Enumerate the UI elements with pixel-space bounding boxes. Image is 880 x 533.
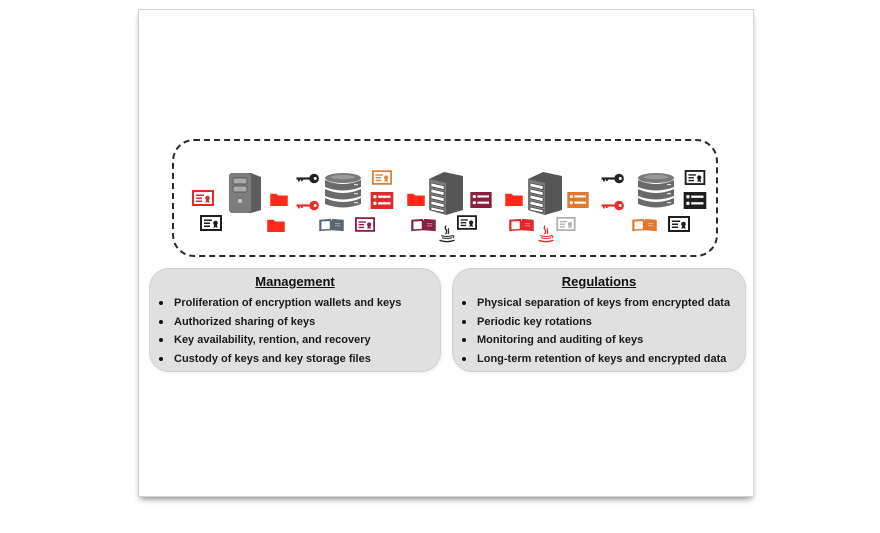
certificate-icon xyxy=(192,190,214,206)
bullet-icon xyxy=(462,338,466,342)
user-list-card-icon xyxy=(470,192,492,208)
server-rack-icon xyxy=(426,170,466,216)
list-item: Authorized sharing of keys xyxy=(157,313,437,332)
certificate-icon xyxy=(457,215,477,230)
user-list-card-icon xyxy=(683,192,707,209)
wallet-icon xyxy=(631,218,658,232)
certificate-icon xyxy=(372,170,392,185)
certificate-icon xyxy=(355,217,375,232)
figure-frame xyxy=(138,9,754,497)
list-item: Monitoring and auditing of keys xyxy=(460,331,742,350)
server-tower-icon xyxy=(227,172,263,214)
bullet-icon xyxy=(462,301,466,305)
key-icon xyxy=(295,173,320,184)
bullet-icon xyxy=(462,319,466,324)
server-rack-icon xyxy=(525,170,565,216)
bullet-icon xyxy=(159,356,163,361)
key-icon xyxy=(600,200,625,211)
user-list-card-icon xyxy=(567,192,589,208)
key-ecosystem-boundary xyxy=(172,139,718,257)
key-icon xyxy=(600,173,625,184)
regulations-panel: Regulations Physical separation of keys … xyxy=(452,268,746,372)
folder-icon xyxy=(270,192,288,206)
certificate-icon xyxy=(668,216,690,232)
management-list: Proliferation of encryption wallets and … xyxy=(157,294,437,368)
bullet-icon xyxy=(159,301,163,305)
folder-icon xyxy=(505,192,523,206)
bullet-icon xyxy=(462,356,466,361)
user-list-card-icon xyxy=(370,192,394,209)
management-title: Management xyxy=(255,274,335,289)
list-item: Periodic key rotations xyxy=(460,313,742,332)
database-icon xyxy=(323,172,363,210)
bullet-icon xyxy=(159,319,163,324)
list-item: Key availability, rention, and recovery xyxy=(157,331,437,350)
wallet-icon xyxy=(508,218,535,232)
java-icon xyxy=(536,224,556,244)
wallet-icon xyxy=(318,218,345,232)
certificate-icon xyxy=(200,215,222,231)
folder-icon xyxy=(267,218,285,232)
certificate-icon xyxy=(556,217,576,231)
list-item: Custody of keys and key storage files xyxy=(157,350,437,369)
regulations-list: Physical separation of keys from encrypt… xyxy=(460,294,742,368)
certificate-icon xyxy=(684,170,706,185)
java-icon xyxy=(437,224,457,244)
regulations-title: Regulations xyxy=(561,274,637,289)
list-item: Proliferation of encryption wallets and … xyxy=(157,294,437,313)
folder-icon xyxy=(407,192,425,206)
key-icon xyxy=(295,200,320,211)
list-item: Long-term retention of keys and encrypte… xyxy=(460,350,742,369)
management-panel: Management Proliferation of encryption w… xyxy=(149,268,441,372)
list-item: Physical separation of keys from encrypt… xyxy=(460,294,742,313)
database-icon xyxy=(636,172,676,210)
bullet-icon xyxy=(159,338,163,342)
wallet-icon xyxy=(410,218,437,232)
